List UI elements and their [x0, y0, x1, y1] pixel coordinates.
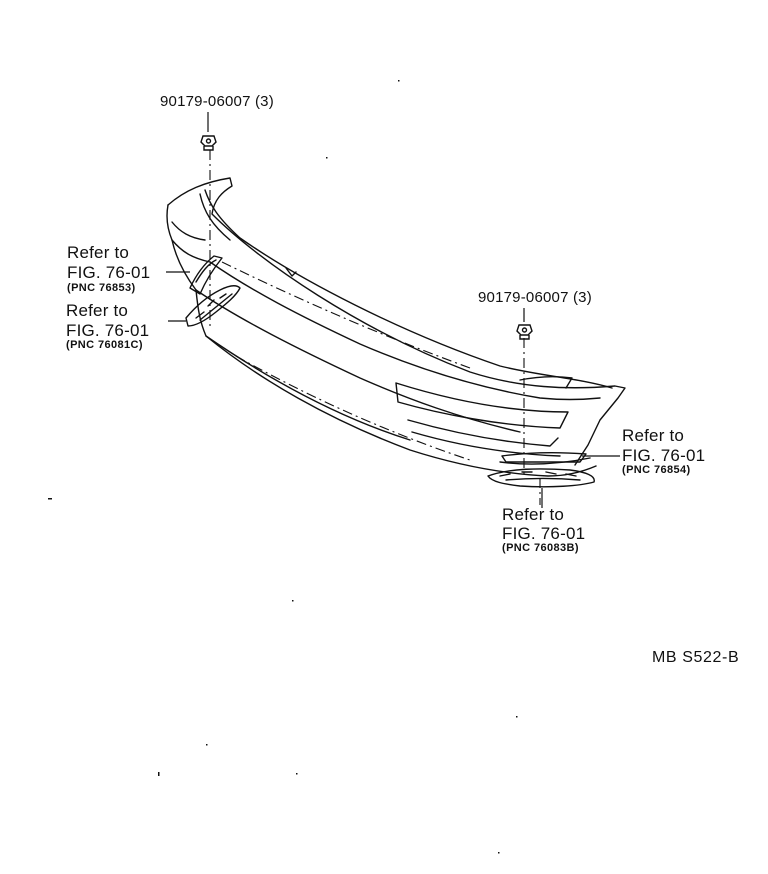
guide-line-upper-diagonal [221, 261, 471, 369]
fastener-part-number-right: 90179-06007 (3) [478, 289, 592, 306]
nut-icon [516, 324, 533, 340]
callout-76854-fig[interactable]: FIG. 76-01 [622, 446, 706, 465]
bumper-cover [166, 177, 626, 477]
callout-76081C-fig[interactable]: FIG. 76-01 [66, 321, 150, 340]
retainer-76081C [185, 285, 241, 327]
retainer-76083B [487, 468, 595, 488]
callout-76081C-refer: Refer to [66, 301, 129, 320]
callout-76853-fig[interactable]: FIG. 76-01 [67, 263, 151, 282]
scan-speckles [48, 80, 518, 854]
bracket-76853 [189, 255, 223, 295]
guide-line-lower-diagonal [235, 355, 471, 461]
callout-76081C-pnc: (PNC 76081C) [66, 339, 143, 351]
fastener-part-number-left: 90179-06007 (3) [160, 93, 274, 110]
callout-76853-pnc: (PNC 76853) [67, 282, 136, 294]
callout-76854-refer: Refer to [622, 426, 685, 445]
callout-76083B-pnc: (PNC 76083B) [502, 542, 579, 554]
callout-76853-refer: Refer to [67, 243, 130, 262]
nut-icon [200, 135, 217, 151]
callout-76083B-refer: Refer to [502, 505, 565, 524]
diagram-code: MB S522-B [652, 649, 740, 666]
callout-76083B-fig[interactable]: FIG. 76-01 [502, 524, 586, 543]
callout-76854-pnc: (PNC 76854) [622, 464, 691, 476]
